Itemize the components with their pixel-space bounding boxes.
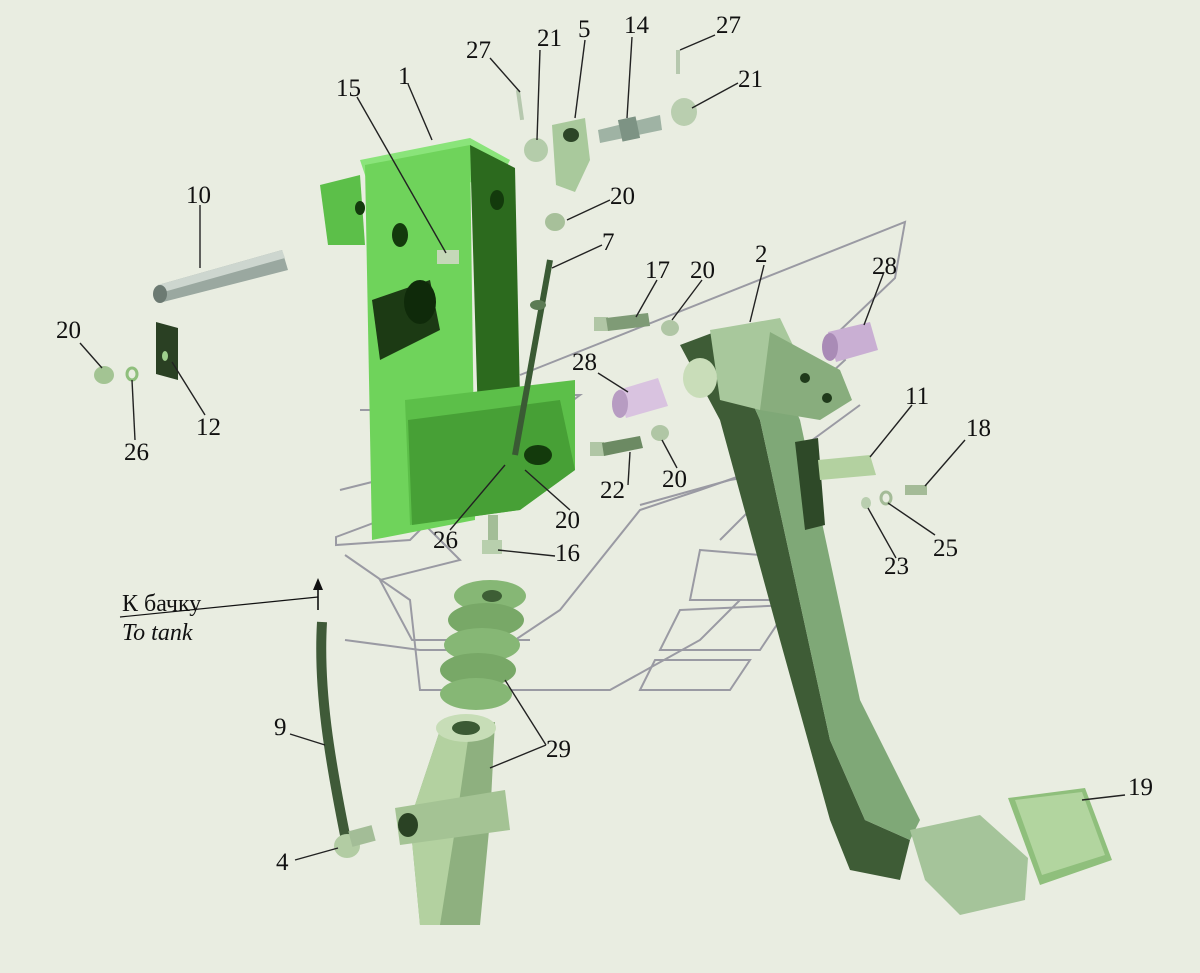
bolt-part-17	[594, 313, 650, 331]
callout-20-upper: 20	[610, 183, 635, 210]
callout-20-right: 20	[690, 257, 715, 284]
plate-part-12	[156, 322, 178, 380]
callout-25: 25	[933, 535, 958, 562]
master-cylinder-part-29	[395, 714, 510, 925]
callout-5: 5	[578, 16, 591, 43]
hose-part-9	[316, 621, 350, 836]
callout-21-right: 21	[738, 66, 763, 93]
nut-part-20-left	[94, 366, 114, 384]
callout-11: 11	[905, 383, 929, 410]
callout-1: 1	[398, 63, 411, 90]
nut-part-20-a	[661, 320, 679, 336]
callout-9: 9	[274, 714, 287, 741]
washer-part-25	[879, 490, 893, 506]
callout-14: 14	[624, 12, 650, 39]
fitting-part-4	[334, 825, 376, 858]
callout-20-left: 20	[56, 317, 81, 344]
bushing-part-28-right	[822, 322, 878, 362]
cotter-pin-part-27-right	[676, 50, 680, 74]
cotter-pin-part-27-left	[515, 89, 525, 121]
callout-20-lower: 20	[662, 466, 687, 493]
washer-part-23	[861, 497, 871, 509]
bushing-part-28-left	[612, 378, 668, 418]
leader-lines	[79, 34, 1126, 861]
pushrod-nut	[530, 300, 546, 310]
axle-pin-part-10	[153, 250, 288, 303]
callout-27-right: 27	[716, 12, 741, 39]
bracket-part-1	[320, 138, 575, 540]
pedal-pad-part-19	[1008, 788, 1112, 885]
callout-22: 22	[600, 477, 625, 504]
bolt-part-18	[905, 485, 927, 495]
callout-12: 12	[196, 414, 221, 441]
callout-21-left: 21	[537, 25, 562, 52]
to-tank-arrow	[313, 578, 323, 610]
adjusting-pin-part-14	[598, 115, 662, 143]
bolt-part-22	[590, 436, 643, 456]
callout-labels: 1 15 10 20 26 12 27 21 5 14 27 21 20 7 1…	[56, 12, 1153, 876]
callout-4: 4	[276, 849, 289, 876]
callout-29: 29	[546, 736, 571, 763]
note-text-en: To tank	[122, 620, 193, 646]
callout-19: 19	[1128, 774, 1153, 801]
pushrod-part-7	[512, 259, 553, 456]
callout-28-left: 28	[572, 349, 597, 376]
bolt-part-15	[437, 250, 459, 264]
callout-17: 17	[645, 257, 670, 284]
callout-16: 16	[555, 540, 580, 567]
nut-part-21-right	[671, 98, 697, 126]
nut-part-20-upper	[545, 213, 565, 231]
callout-28-right: 28	[872, 253, 897, 280]
nut-part-20-b	[651, 425, 669, 441]
callout-15: 15	[336, 75, 361, 102]
bellows-part-29	[440, 580, 526, 710]
bolt-part-16	[482, 515, 502, 554]
callout-26-left: 26	[124, 439, 149, 466]
pin-part-11	[795, 438, 876, 530]
callout-7: 7	[602, 229, 615, 256]
callout-26-center: 26	[433, 527, 458, 554]
note-text-ru: К бачку	[122, 591, 201, 617]
plate-hole	[162, 351, 168, 361]
callout-20-center: 20	[555, 507, 580, 534]
clevis-part-5	[552, 118, 590, 192]
callout-2: 2	[755, 241, 768, 268]
callout-10: 10	[186, 182, 211, 209]
pedal-lever-part-2	[680, 318, 1028, 915]
washer-part-26-left	[125, 366, 139, 382]
note-underline	[119, 596, 319, 618]
callout-23: 23	[884, 553, 909, 580]
callout-27-left: 27	[466, 37, 491, 64]
callout-18: 18	[966, 415, 991, 442]
castle-nut-part-21	[524, 138, 548, 162]
